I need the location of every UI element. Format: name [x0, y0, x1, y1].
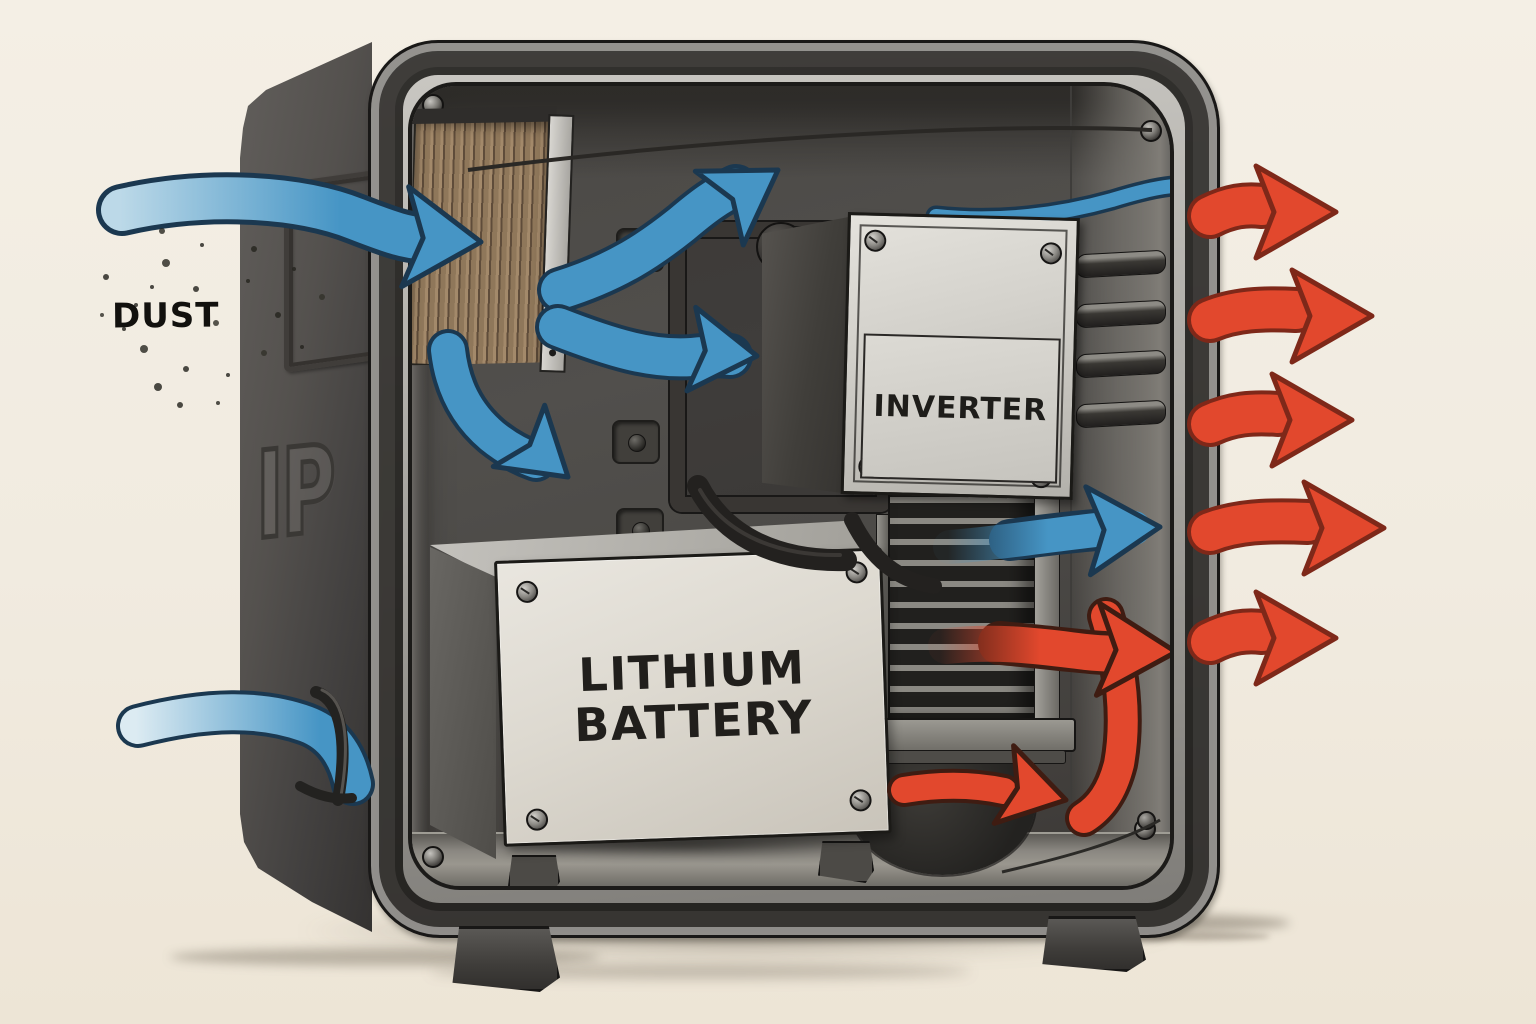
hot-air-exhaust-arrow-3 — [1187, 371, 1355, 469]
side-vent-blade — [295, 686, 357, 806]
cool-air-intake-arrow-bottom — [116, 690, 375, 806]
cable-conduits — [687, 475, 942, 594]
inverter-side-face — [762, 216, 850, 494]
ceiling-mold-line — [467, 126, 1153, 172]
cool-air-down-arrow — [427, 329, 571, 482]
heatsink — [868, 468, 1076, 764]
dust-particles — [150, 285, 154, 289]
ground-shadow-streak — [1120, 932, 1270, 941]
hot-air-exhaust-arrow-4 — [1187, 479, 1387, 577]
hot-air-exit-arrow — [928, 600, 1170, 698]
ground-shadow-streak — [430, 964, 970, 979]
hot-air-exhaust-arrow-5 — [1187, 589, 1339, 687]
battery-side-face — [430, 547, 496, 859]
inverter-unit: INVERTER — [760, 206, 1080, 500]
cool-air-up-arrow — [537, 164, 781, 313]
enclosure-interior: INVERTER LITHIUM BATTERY — [412, 86, 1170, 886]
corner-screw — [422, 846, 444, 868]
hot-air-exhaust-arrow-1 — [1187, 163, 1339, 261]
cool-air-intake-arrow-top — [96, 172, 484, 290]
battery-foot — [508, 855, 560, 886]
interior-airflow-arrows — [427, 126, 1170, 874]
cool-air-heatsink-arrow — [933, 484, 1163, 578]
mounting-boss — [612, 420, 660, 464]
corner-mold-line — [1001, 818, 1161, 874]
cool-air-right-arrow — [535, 304, 760, 394]
hot-air-exhaust-arrow-2 — [1187, 267, 1375, 365]
lithium-battery-unit: LITHIUM BATTERY — [412, 515, 898, 886]
dust-label: DUST — [111, 295, 220, 337]
heatsink-right-post — [1034, 468, 1060, 730]
